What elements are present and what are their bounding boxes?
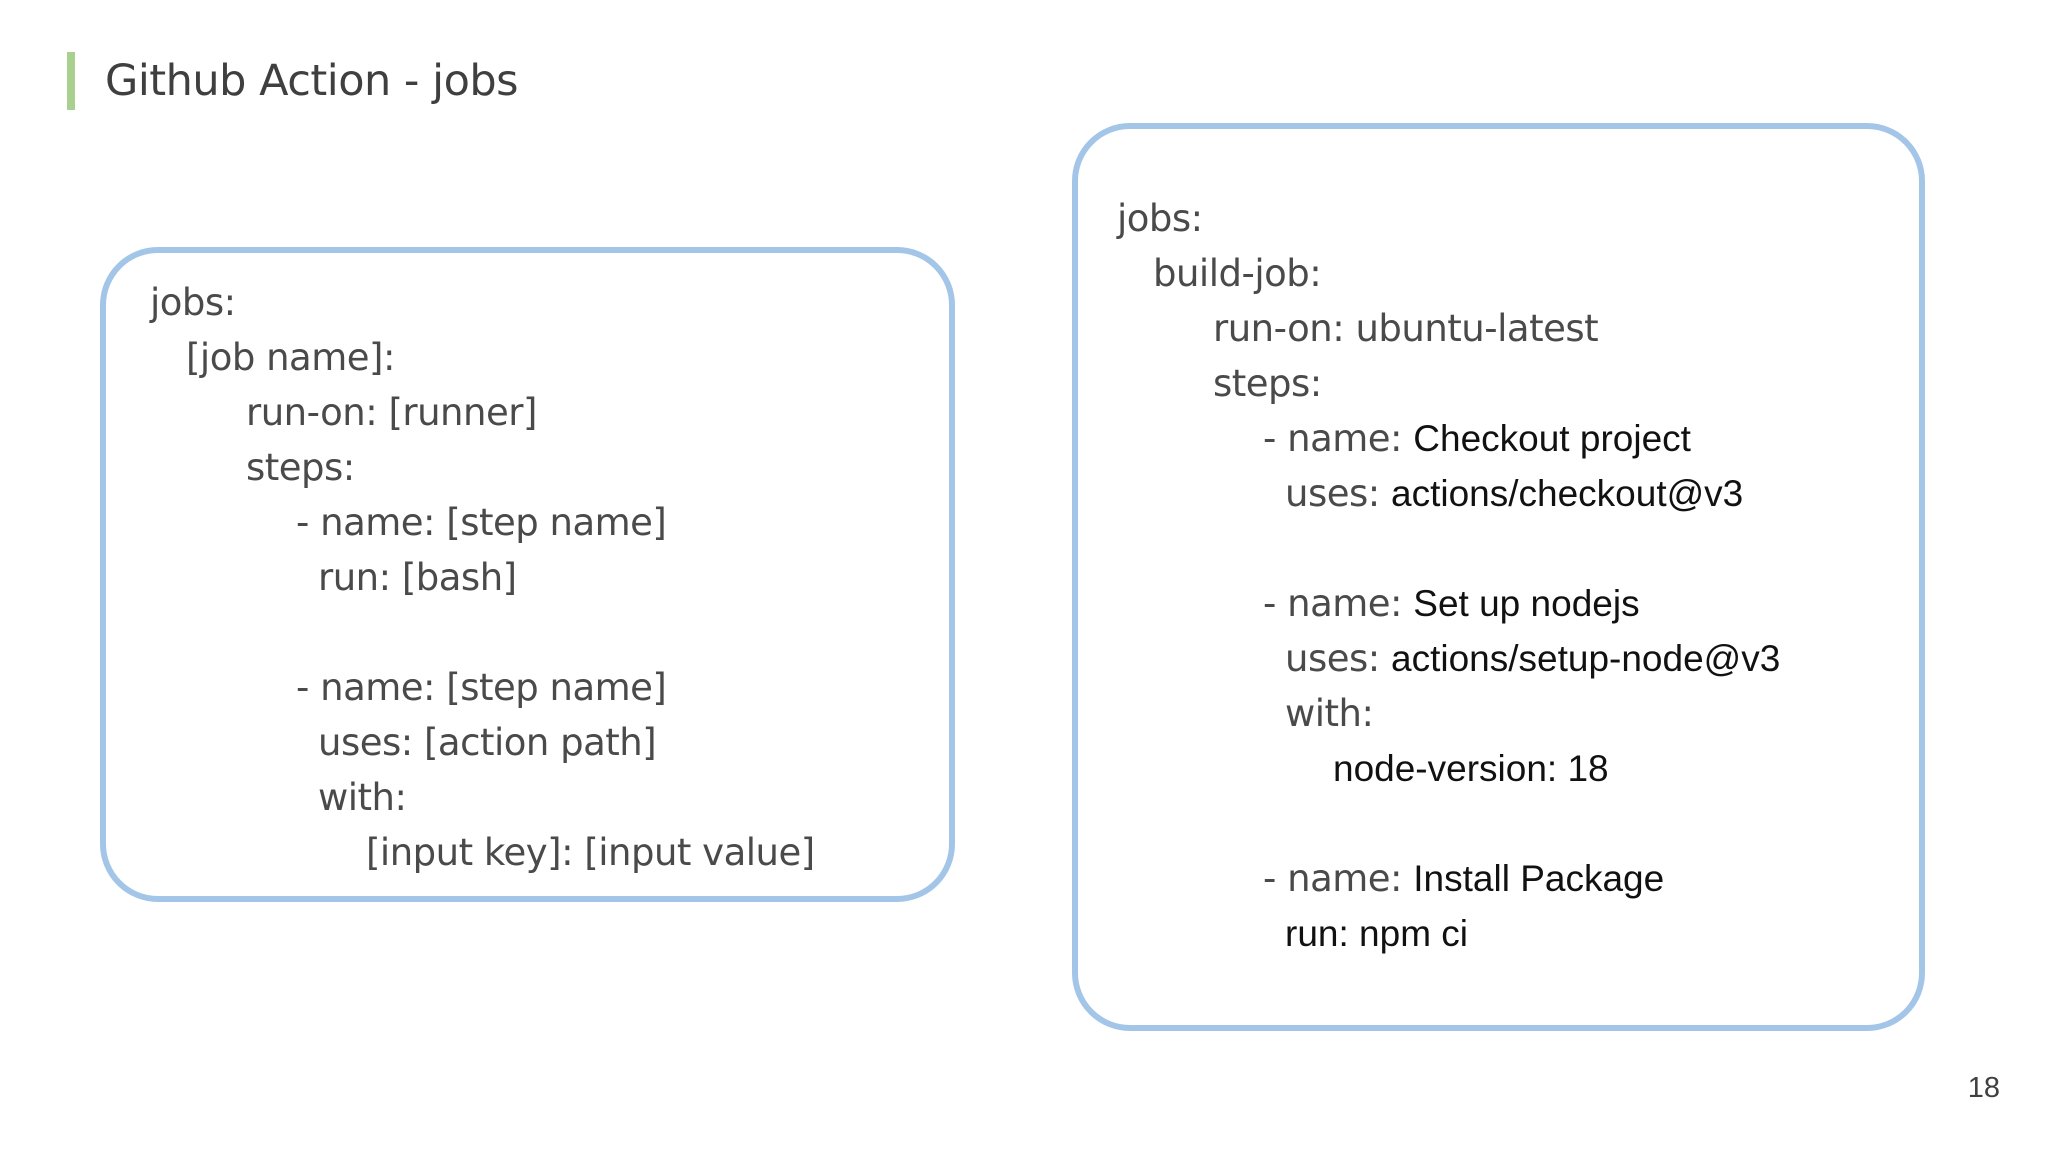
yaml-key-text: [input key]: [input value] — [366, 831, 815, 874]
yaml-key-text: run-on: [runner] — [246, 391, 537, 434]
code-line: [job name]: — [150, 330, 929, 385]
code-line: jobs: — [1117, 191, 1899, 246]
yaml-value-text: Set up nodejs — [1413, 583, 1640, 624]
yaml-key-text: steps: — [246, 446, 355, 489]
yaml-key-text: jobs: — [1117, 197, 1203, 240]
page-title: Github Action - jobs — [105, 56, 519, 106]
code-line: - name: [step name] — [150, 660, 929, 715]
yaml-key-text: - name: — [1263, 857, 1414, 900]
yaml-key-text: uses: — [1285, 472, 1391, 515]
yaml-key-text: steps: — [1213, 362, 1322, 405]
yaml-key-text: - name: — [1263, 582, 1414, 625]
code-line: run-on: ubuntu-latest — [1117, 301, 1899, 356]
code-blank-line — [150, 605, 929, 660]
code-line: jobs: — [150, 275, 929, 330]
yaml-key-text: uses: — [1285, 637, 1391, 680]
code-line: - name: Install Package — [1117, 851, 1899, 906]
yaml-key-text: - name: [step name] — [296, 501, 667, 544]
page-number: 18 — [1967, 1072, 2000, 1104]
code-line: with: — [1117, 686, 1899, 741]
yaml-key-text: - name: — [1263, 417, 1414, 460]
yaml-key-text: with: — [1285, 692, 1374, 735]
code-line: run: npm ci — [1117, 906, 1899, 961]
yaml-value-text: Checkout project — [1413, 418, 1691, 459]
yaml-key-text: build-job: — [1153, 252, 1322, 295]
slide-header: Github Action - jobs — [67, 52, 519, 110]
yaml-key-text: jobs: — [150, 281, 236, 324]
code-blank-line — [1117, 796, 1899, 851]
code-line: build-job: — [1117, 246, 1899, 301]
code-line: uses: actions/setup-node@v3 — [1117, 631, 1899, 686]
yaml-value-text: actions/setup-node@v3 — [1391, 638, 1781, 679]
code-line: run: [bash] — [150, 550, 929, 605]
yaml-key-text: run: [bash] — [318, 556, 517, 599]
code-line: - name: Set up nodejs — [1117, 576, 1899, 631]
yaml-value-text: Install Package — [1413, 858, 1665, 899]
yaml-key-text: - name: [step name] — [296, 666, 667, 709]
code-box-yaml-template: jobs: [job name]: run-on: [runner] steps: - … — [100, 247, 955, 902]
yaml-key-text: uses: [action path] — [318, 721, 657, 764]
yaml-key-text: [job name]: — [186, 336, 395, 379]
code-blank-line — [1117, 521, 1899, 576]
yaml-value-text: node-version: 18 — [1333, 748, 1609, 789]
code-line: with: — [150, 770, 929, 825]
yaml-key-text: run-on: ubuntu-latest — [1213, 307, 1599, 350]
code-box-yaml-example: jobs: build-job: run-on: ubuntu-latest step… — [1072, 123, 1925, 1031]
title-accent-bar — [67, 52, 75, 110]
code-line: uses: actions/checkout@v3 — [1117, 466, 1899, 521]
code-line: node-version: 18 — [1117, 741, 1899, 796]
yaml-value-text: actions/checkout@v3 — [1391, 473, 1744, 514]
code-line: steps: — [150, 440, 929, 495]
code-line: run-on: [runner] — [150, 385, 929, 440]
yaml-value-text: run: npm ci — [1285, 913, 1469, 954]
yaml-key-text: with: — [318, 776, 407, 819]
code-line: - name: [step name] — [150, 495, 929, 550]
code-line: steps: — [1117, 356, 1899, 411]
code-line: uses: [action path] — [150, 715, 929, 770]
code-line: - name: Checkout project — [1117, 411, 1899, 466]
code-line: [input key]: [input value] — [150, 825, 929, 880]
